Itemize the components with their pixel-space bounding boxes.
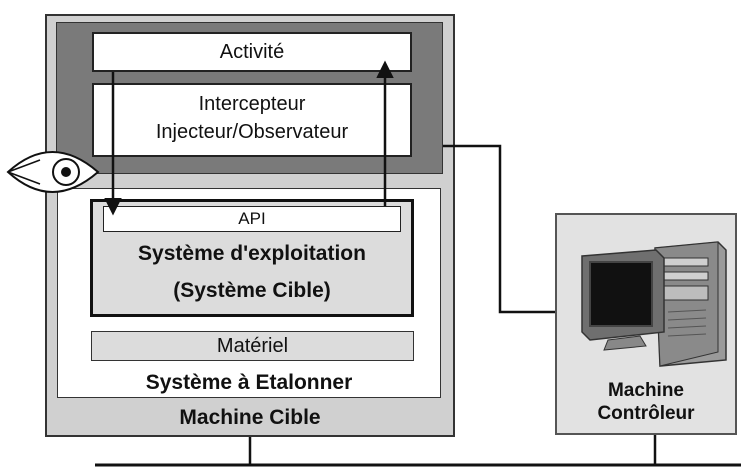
- target-machine-label: Machine Cible: [179, 406, 321, 429]
- os-label-1: Système d'exploitation: [138, 242, 366, 265]
- interceptor-box: Intercepteur Injecteur/Observateur: [92, 83, 412, 157]
- controller-label-2: Contrôleur: [597, 403, 695, 424]
- api-label: API: [238, 209, 266, 228]
- api-box: API: [103, 206, 401, 232]
- interceptor-label-1: Intercepteur: [198, 93, 306, 115]
- os-label-2: (Système Cible): [173, 279, 331, 302]
- activity-box: Activité: [92, 32, 412, 72]
- activity-label: Activité: [219, 41, 285, 63]
- eye-icon: [6, 151, 100, 193]
- interceptor-controller-wire: [443, 144, 555, 314]
- controller-label-1: Machine: [607, 380, 685, 401]
- hardware-box: Matériel: [91, 331, 414, 361]
- hardware-label: Matériel: [216, 335, 289, 357]
- interceptor-label-2: Injecteur/Observateur: [155, 121, 349, 143]
- computer-icon: [581, 241, 727, 367]
- system-label: Système à Etalonner: [145, 371, 353, 394]
